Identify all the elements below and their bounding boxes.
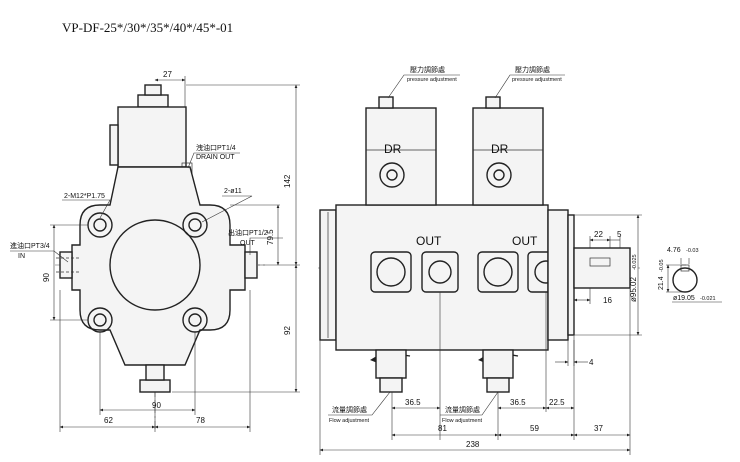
dim-62: 62: [104, 416, 113, 425]
dim-36-5-b: 36.5: [510, 398, 526, 407]
side-valve-tower-2: [472, 107, 544, 206]
dim-238: 238: [466, 440, 480, 449]
dim-90-side: 90: [42, 273, 51, 282]
drawing-title: VP-DF-25*/30*/35*/40*/45*-01: [62, 20, 233, 35]
dim-21-4-tol: -0.05: [659, 259, 665, 272]
flow-adj-cn-2: 流量調節處: [445, 405, 480, 414]
front-valve-housing: [117, 106, 187, 168]
dim-79-5: 79.5: [266, 229, 275, 245]
out-label-2: OUT: [512, 234, 538, 248]
front-center-bore: [109, 219, 201, 311]
dim-5: 5: [617, 230, 622, 239]
dim-19-tol: -0.021: [700, 296, 716, 302]
dim-95: ø95.02: [629, 277, 638, 302]
dr-label-2: DR: [491, 142, 509, 156]
front-view: 27 142 79.5 92 90 90 62 78 洩油口PT1/4 D: [10, 70, 300, 432]
flow-adj-en-2: Flow adjustment: [442, 418, 483, 424]
dim-22-5: 22.5: [549, 398, 565, 407]
out-label-1: OUT: [416, 234, 442, 248]
dim-27: 27: [163, 70, 172, 79]
pressure-adj-en-1: pressure adjustment: [407, 77, 457, 83]
dim-142: 142: [283, 174, 292, 188]
drain-port-label-en: DRAIN OUT: [196, 154, 235, 161]
side-shaft: [573, 247, 631, 289]
side-view: DR DR OUT OUT 壓力調節處 pr: [318, 65, 722, 455]
inlet-port-label-cn: 進油口PT3/4: [10, 241, 50, 250]
side-pump-body: [335, 204, 549, 351]
flow-adj-en-1: Flow adjustment: [329, 418, 370, 424]
dim-16: 16: [603, 296, 612, 305]
outlet-port-label-en: OUT: [240, 240, 256, 247]
dim-19: ø19.05: [673, 295, 695, 302]
dim-59: 59: [530, 424, 539, 433]
shaft-end-view: [672, 267, 698, 293]
mount-holes-label: 2-M12*P1.75: [64, 193, 105, 200]
dim-36-5-a: 36.5: [405, 398, 421, 407]
pressure-adj-en-2: pressure adjustment: [512, 77, 562, 83]
dim-4: 4: [589, 358, 594, 367]
side-flange: [547, 209, 569, 341]
dim-95-tol: -0.025: [632, 254, 638, 270]
dim-22: 22: [594, 230, 603, 239]
dim-4-76-tol: -0.03: [686, 248, 699, 254]
front-bottom-nut: [139, 379, 171, 393]
dim-78: 78: [196, 416, 205, 425]
dim-90-bottom: 90: [152, 401, 161, 410]
dim-92: 92: [283, 326, 292, 335]
inlet-port-label-en: IN: [18, 253, 25, 260]
dim-81: 81: [438, 424, 447, 433]
flow-adj-cn-1: 流量調節處: [332, 405, 367, 414]
dim-21-4: 21.4: [658, 276, 665, 290]
pressure-adj-cn-2: 壓力調節處: [515, 65, 550, 74]
pilot-hole-label: 2-ø11: [224, 188, 242, 195]
outlet-port-label-cn: 出油口PT1/2: [228, 228, 268, 237]
pressure-adj-cn-1: 壓力調節處: [410, 65, 445, 74]
dr-label-1: DR: [384, 142, 402, 156]
drain-port-label-cn: 洩油口PT1/4: [196, 143, 236, 152]
front-top-nut: [137, 94, 169, 108]
dim-37: 37: [594, 424, 603, 433]
dim-4-76: 4.76: [667, 247, 681, 254]
side-valve-tower-1: [365, 107, 437, 206]
